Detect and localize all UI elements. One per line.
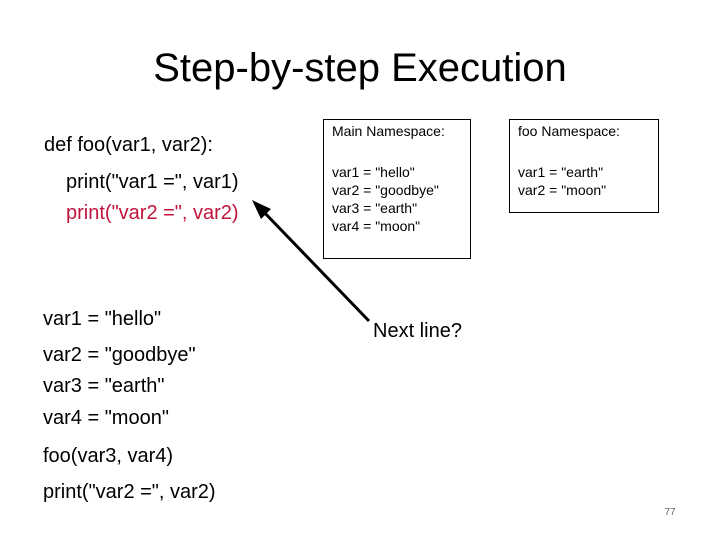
- main-namespace-vars: var1 = "hello" var2 = "goodbye" var3 = "…: [332, 163, 439, 235]
- main-namespace-var: var2 = "goodbye": [332, 182, 439, 198]
- next-line-label: Next line?: [373, 320, 462, 342]
- slide-title: Step-by-step Execution: [153, 46, 567, 90]
- foo-namespace-header: foo Namespace:: [518, 123, 620, 139]
- main-namespace-var: var4 = "moon": [332, 218, 421, 234]
- code-line-print-var2-highlighted: print("var2 =", var2): [66, 202, 239, 224]
- main-namespace-header: Main Namespace:: [332, 123, 445, 139]
- main-namespace-var: var1 = "hello": [332, 164, 415, 180]
- code-line-var4: var4 = "moon": [43, 407, 169, 429]
- foo-namespace-var: var2 = "moon": [518, 182, 607, 198]
- code-line-print-var1: print("var1 =", var1): [66, 171, 239, 193]
- foo-namespace-vars: var1 = "earth" var2 = "moon": [518, 163, 606, 199]
- code-line-var1: var1 = "hello": [43, 308, 162, 330]
- code-line-foo-call: foo(var3, var4): [43, 445, 174, 467]
- main-namespace-box: Main Namespace: var1 = "hello" var2 = "g…: [323, 119, 471, 259]
- main-namespace-var: var3 = "earth": [332, 200, 418, 216]
- page-number: 77: [664, 507, 676, 518]
- code-line-def: def foo(var1, var2):: [44, 134, 213, 156]
- code-line-final-print: print("var2 =", var2): [43, 481, 216, 503]
- foo-namespace-var: var1 = "earth": [518, 164, 604, 180]
- code-line-var2: var2 = "goodbye": [43, 344, 196, 366]
- foo-namespace-box: foo Namespace: var1 = "earth" var2 = "mo…: [509, 119, 659, 213]
- arrow-head: [252, 200, 271, 219]
- code-line-var3: var3 = "earth": [43, 375, 165, 397]
